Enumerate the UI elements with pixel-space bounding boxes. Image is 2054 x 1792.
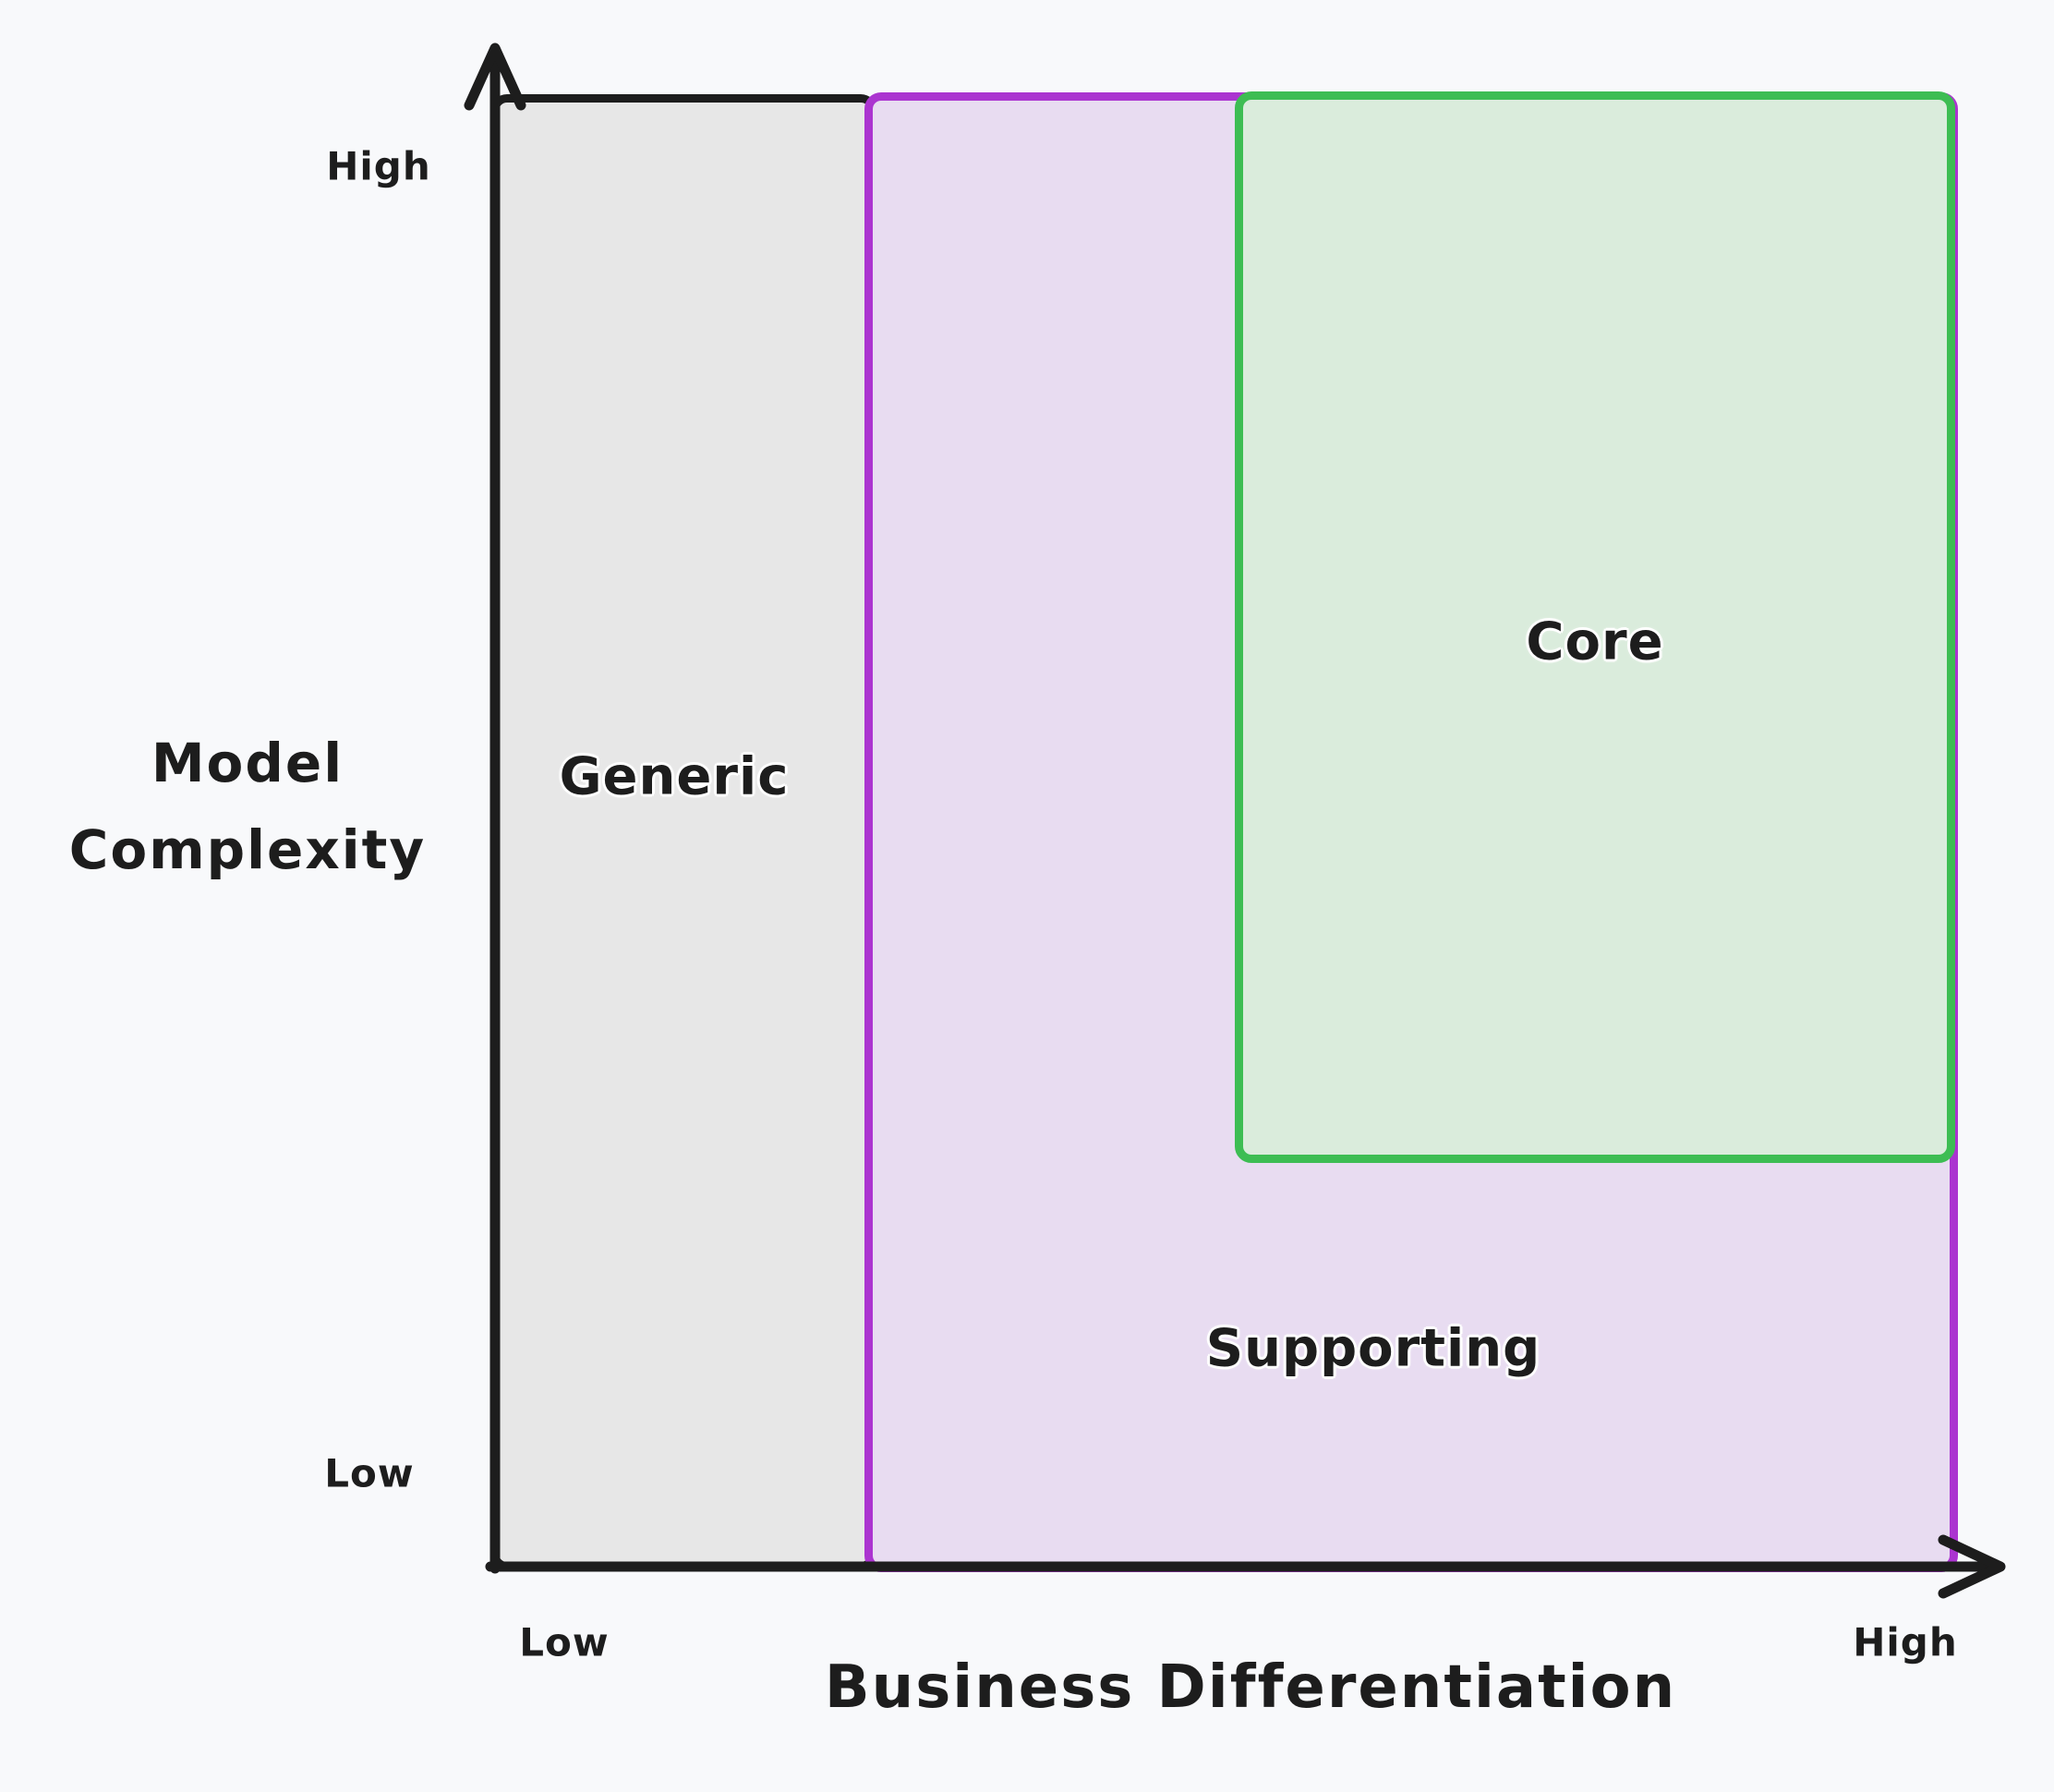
x-axis-max-label: High xyxy=(1853,1619,1958,1665)
x-axis-min-label: Low xyxy=(519,1619,610,1665)
y-axis-title-line2: Complexity xyxy=(68,818,427,881)
x-axis-title: Business Differentiation xyxy=(824,1653,1677,1722)
region-generic xyxy=(490,94,877,1570)
y-axis-max-label: High xyxy=(326,143,431,189)
region-label-supporting: Supporting xyxy=(1205,1318,1541,1379)
region-core xyxy=(1235,91,1955,1163)
y-axis-min-label: Low xyxy=(324,1450,415,1496)
y-axis-title-line1: Model xyxy=(151,732,344,795)
y-axis-title: Model Complexity xyxy=(69,720,426,894)
region-label-core: Core xyxy=(1526,611,1664,672)
region-label-generic: Generic xyxy=(559,746,790,807)
